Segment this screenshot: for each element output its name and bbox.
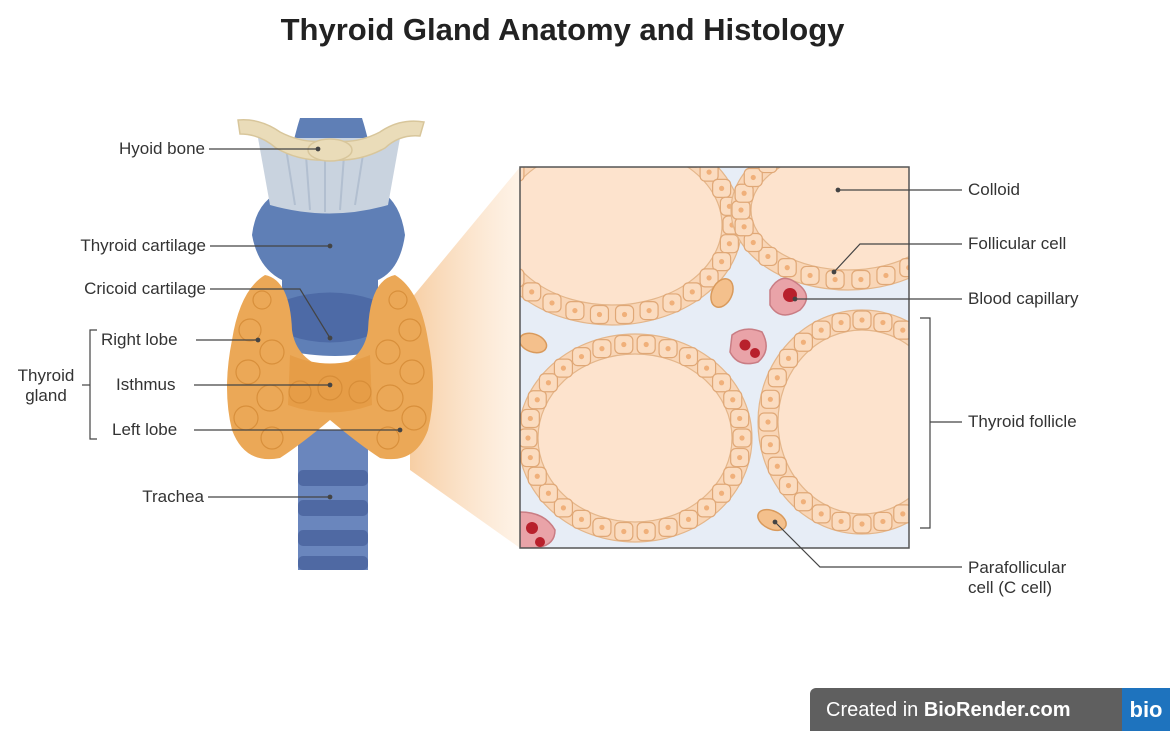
colloid bbox=[502, 145, 722, 305]
follicular-cell bbox=[938, 457, 956, 475]
follicular-cell bbox=[590, 126, 608, 144]
follicular-cell bbox=[759, 155, 777, 173]
biorender-badge[interactable]: Created in BioRender.com bio bbox=[810, 688, 1170, 731]
follicular-cell bbox=[934, 168, 952, 186]
follicular-cell bbox=[943, 184, 961, 202]
follicular-cell bbox=[778, 143, 796, 161]
label-right-lobe: Right lobe bbox=[101, 330, 178, 350]
follicular-cell bbox=[852, 132, 870, 150]
label-thyroid-gland-line1: Thyroid bbox=[12, 366, 80, 386]
follicular-cell bbox=[543, 138, 561, 156]
colloid bbox=[538, 354, 732, 522]
follicular-cell bbox=[826, 132, 844, 150]
label-parafollicular-cell: Parafollicular cell (C cell) bbox=[968, 558, 1066, 598]
label-thyroid-gland-line2: gland bbox=[12, 386, 80, 406]
follicular-cell bbox=[938, 369, 956, 387]
follicular-cell bbox=[945, 436, 963, 454]
label-parafollicular-line2: cell (C cell) bbox=[968, 578, 1066, 598]
badge-created-in: Created in bbox=[826, 699, 924, 721]
follicular-cell bbox=[523, 149, 541, 167]
follicular-cell bbox=[912, 333, 930, 351]
follicular-cell bbox=[877, 136, 895, 154]
thyroid-follicle bbox=[731, 130, 965, 290]
follicular-cell bbox=[926, 477, 944, 495]
histology-panel bbox=[482, 125, 966, 548]
colloid bbox=[778, 330, 946, 514]
label-thyroid-follicle: Thyroid follicle bbox=[968, 412, 1077, 432]
label-parafollicular-line1: Parafollicular bbox=[968, 558, 1066, 578]
follicular-cell bbox=[900, 143, 918, 161]
biorender-logo: bio bbox=[1122, 688, 1170, 731]
label-trachea: Trachea bbox=[142, 487, 204, 507]
follicular-cell bbox=[943, 218, 961, 236]
follicular-cell bbox=[926, 349, 944, 367]
label-cricoid-cartilage: Cricoid cartilage bbox=[84, 279, 206, 299]
label-colloid: Colloid bbox=[968, 180, 1020, 200]
colloid bbox=[751, 150, 945, 270]
follicular-cell bbox=[616, 126, 634, 144]
follicular-cell bbox=[640, 130, 658, 148]
label-thyroid-gland: Thyroid gland bbox=[12, 366, 80, 406]
label-thyroid-cartilage: Thyroid cartilage bbox=[80, 236, 206, 256]
follicular-cell bbox=[946, 201, 964, 219]
label-blood-capillary: Blood capillary bbox=[968, 289, 1079, 309]
badge-text: Created in BioRender.com bbox=[826, 699, 1071, 722]
thyroid-follicle bbox=[518, 334, 752, 542]
cricoid-cartilage bbox=[285, 293, 375, 343]
label-follicular-cell: Follicular cell bbox=[968, 234, 1066, 254]
follicular-cell bbox=[934, 234, 952, 252]
follicular-cell bbox=[919, 155, 937, 173]
label-isthmus: Isthmus bbox=[116, 375, 176, 395]
label-hyoid-bone: Hyoid bone bbox=[119, 139, 205, 159]
blood-capillary bbox=[730, 329, 766, 364]
follicular-cell bbox=[945, 390, 963, 408]
badge-brand: BioRender.com bbox=[924, 699, 1071, 721]
trachea bbox=[298, 430, 368, 570]
follicular-cell bbox=[663, 138, 681, 156]
follicular-cell bbox=[801, 136, 819, 154]
follicular-cell bbox=[566, 130, 584, 148]
follicular-cell bbox=[912, 493, 930, 511]
follicular-cell bbox=[919, 247, 937, 265]
thyroid-follicle bbox=[482, 125, 742, 325]
follicular-cell bbox=[683, 149, 701, 167]
label-left-lobe: Left lobe bbox=[112, 420, 177, 440]
